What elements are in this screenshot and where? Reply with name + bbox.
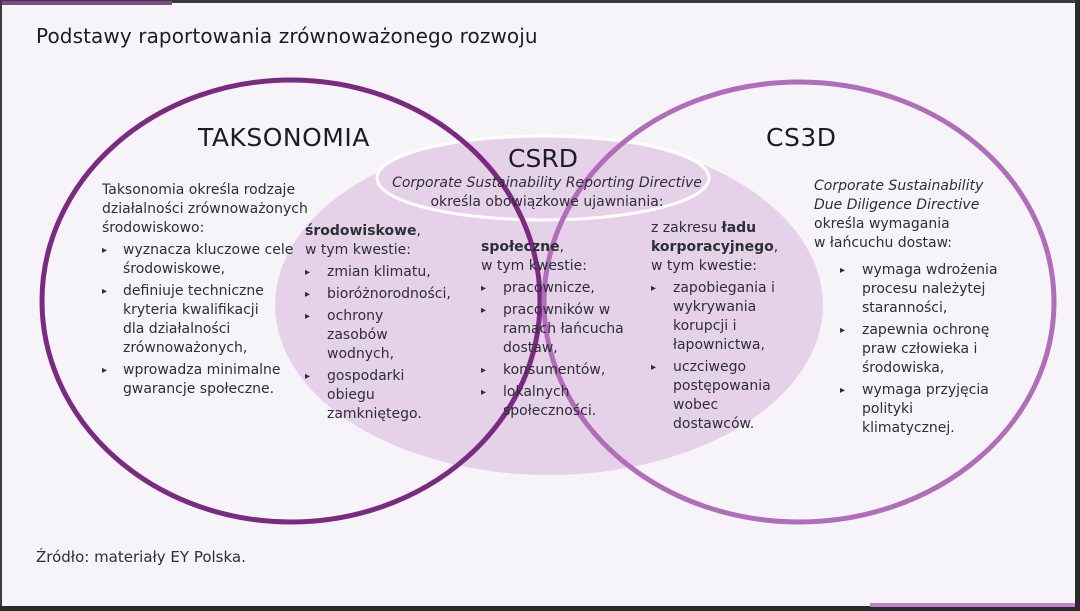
frame-bottom-border: [0, 606, 1080, 611]
list-item: definiuje techniczne kryteria kwalifikac…: [102, 282, 273, 358]
list-item: pracowników w ramach łańcucha dostaw,: [481, 301, 628, 358]
list-item: wprowadza minimalne gwarancje społeczne.: [102, 361, 317, 399]
cs3d-description: określa wymagania w łańcuchu dostaw:: [814, 216, 953, 251]
list-item: pracownicze,: [481, 279, 641, 298]
social-label: społeczne: [481, 239, 560, 255]
progress-bar-bottom: [870, 603, 1075, 607]
source-note: Źródło: materiały EY Polska.: [36, 548, 246, 566]
list-item: wymaga przyjęcia polityki klimatycznej.: [840, 381, 1002, 438]
environmental-label: środowiskowe: [305, 223, 417, 239]
cs3d-full-name-1: Corporate Sustainability: [814, 178, 984, 194]
csrd-heading: CSRD: [508, 144, 578, 173]
list-item: bioróżnorodności,: [305, 285, 465, 304]
csrd-full-name: Corporate Sustainability Reporting Direc…: [392, 175, 702, 191]
cs3d-full-name-2: Due Diligence Directive: [814, 197, 980, 213]
governance-label-1: ładu: [721, 220, 757, 236]
page-title: Podstawy raportowania zrównoważonego roz…: [36, 24, 538, 48]
list-item: wyznacza kluczowe cele środowiskowe,: [102, 241, 317, 279]
list-item: wymaga wdrożenia procesu należytej stara…: [840, 261, 1010, 318]
csrd-social-block: społeczne, w tym kwestie: pracownicze, p…: [481, 238, 641, 424]
social-sub: w tym kwestie:: [481, 258, 587, 274]
environmental-sub: w tym kwestie:: [305, 242, 411, 258]
csrd-environmental-block: środowiskowe, w tym kwestie: zmian klima…: [305, 222, 465, 427]
list-item: lokalnych społeczności.: [481, 383, 613, 421]
cs3d-heading: CS3D: [766, 123, 837, 152]
list-item: konsumentów,: [481, 361, 641, 380]
cs3d-intro-block: Corporate Sustainability Due Diligence D…: [814, 177, 1024, 253]
csrd-description: określa obowiązkowe ujawniania:: [430, 194, 664, 210]
list-item: zapewnia ochronę praw człowieka i środow…: [840, 321, 1002, 378]
progress-bar-top: [2, 1, 172, 5]
taksonomia-intro: Taksonomia określa rodzaje działalności …: [102, 182, 308, 236]
csrd-governance-block: z zakresu ładu korporacyjnego, w tym kwe…: [651, 219, 791, 437]
frame-right-border: [1075, 0, 1080, 611]
cs3d-list: wymaga wdrożenia procesu należytej stara…: [840, 261, 1030, 438]
list-item: ochrony zasobów wodnych,: [305, 307, 447, 364]
csrd-header-ellipse: [375, 134, 711, 222]
taksonomia-block: Taksonomia określa rodzaje działalności …: [102, 181, 317, 402]
frame-top-border: [0, 0, 1080, 3]
governance-label-2: korporacyjnego: [651, 239, 774, 255]
taksonomia-list: wyznacza kluczowe cele środowiskowe, def…: [102, 241, 317, 399]
taksonomia-heading: TAKSONOMIA: [198, 123, 370, 152]
governance-sub: w tym kwestie:: [651, 258, 757, 274]
frame-left-border: [0, 0, 2, 611]
cs3d-list-block: wymaga wdrożenia procesu należytej stara…: [840, 258, 1030, 441]
social-list: pracownicze, pracowników w ramach łańcuc…: [481, 279, 641, 421]
list-item: uczciwego postępowania wobec dostawców.: [651, 358, 773, 434]
list-item: zmian klimatu,: [305, 263, 465, 282]
list-item: zapobiegania i wykrywania korupcji i łap…: [651, 279, 781, 355]
list-item: gospodarki obiegu zamkniętego.: [305, 367, 447, 424]
governance-list: zapobiegania i wykrywania korupcji i łap…: [651, 279, 791, 434]
environmental-list: zmian klimatu, bioróżnorodności, ochrony…: [305, 263, 465, 424]
